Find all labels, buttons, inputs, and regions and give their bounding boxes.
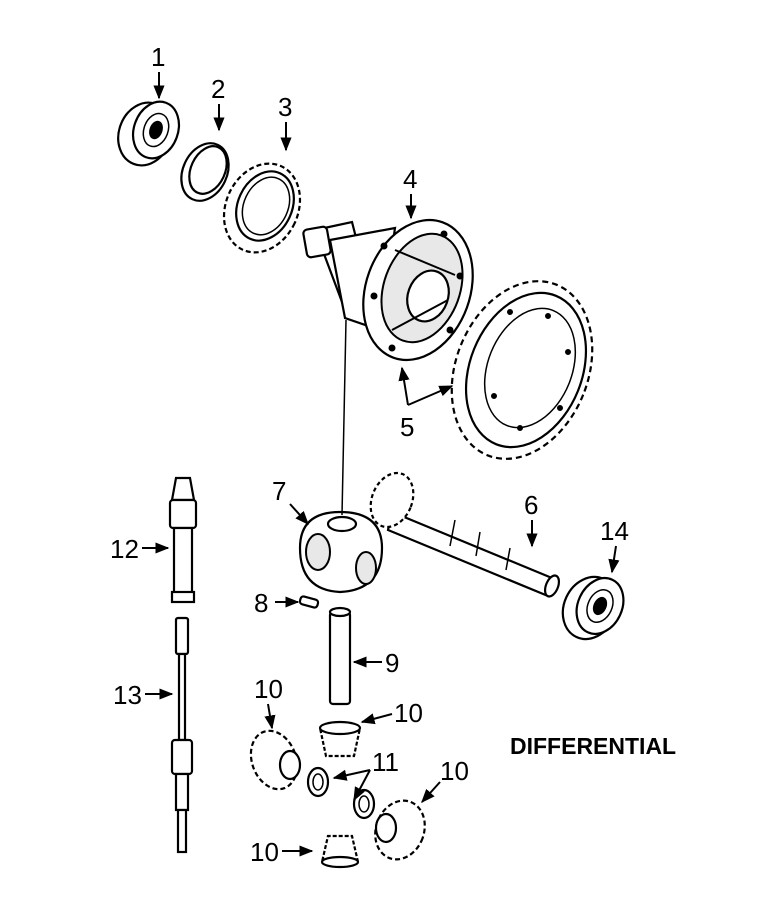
- callout-7: 7: [272, 476, 286, 506]
- callout-2: 2: [211, 74, 225, 104]
- callout-8: 8: [254, 588, 268, 618]
- callout-5: 5: [400, 412, 414, 442]
- part-3-drive-gear: [222, 162, 302, 254]
- part-12-sensor: [168, 476, 198, 604]
- part-10-gear-a: [249, 729, 302, 791]
- part-9-shaft: [328, 606, 352, 706]
- callout-10-b: 10: [394, 698, 423, 728]
- part-7-carrier: [298, 510, 384, 594]
- callout-10-a: 10: [254, 674, 283, 704]
- alignment-line: [341, 319, 347, 516]
- callout-12: 12: [110, 534, 139, 564]
- part-8-pin: [298, 595, 320, 609]
- callout-10-d: 10: [250, 837, 279, 867]
- callout-14: 14: [600, 516, 629, 546]
- callout-6: 6: [524, 490, 538, 520]
- part-2-shim: [180, 142, 230, 202]
- part-10-gear-b: [318, 720, 362, 758]
- callout-9: 9: [385, 648, 399, 678]
- callout-10-c: 10: [440, 756, 469, 786]
- part-5-ring-gear: [450, 280, 594, 460]
- part-10-gear-d: [320, 834, 360, 869]
- callout-11: 11: [372, 747, 399, 777]
- part-13-cable: [170, 616, 194, 854]
- callout-3: 3: [278, 92, 292, 122]
- callout-1: 1: [151, 42, 165, 72]
- part-6-pinion-shaft: [369, 471, 561, 598]
- diagram-title: DIFFERENTIAL: [510, 733, 676, 759]
- part-1-bearing: [117, 100, 181, 167]
- part-4-differential-case: [302, 218, 474, 362]
- callout-4: 4: [403, 164, 417, 194]
- callout-13: 13: [113, 680, 142, 710]
- part-10-gear-c: [374, 799, 426, 861]
- callout-arrows: [142, 72, 620, 857]
- part-14-bearing: [561, 575, 625, 641]
